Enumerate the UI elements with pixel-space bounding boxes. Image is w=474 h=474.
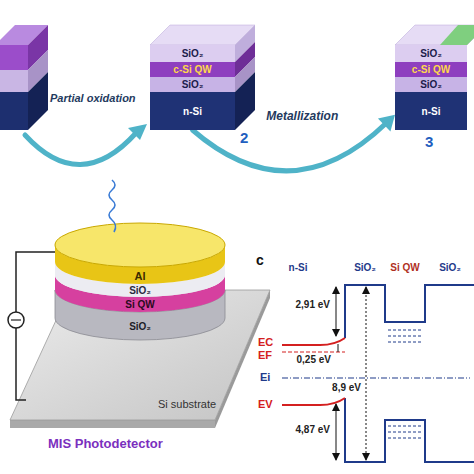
stack-2-faces	[150, 25, 255, 130]
band-diagram-part	[282, 377, 470, 378]
region-label: n-Si	[289, 262, 308, 273]
figure-label: MIS Photodetector	[48, 436, 163, 451]
level-label: EF	[258, 349, 272, 361]
energy-value: 0,25 eV	[296, 354, 332, 365]
level-label: EC	[258, 336, 273, 348]
oxide-band: SiO₂	[105, 284, 175, 297]
layer-label: c-Si QW	[173, 64, 211, 75]
substrate-layer: n-Si	[150, 92, 235, 130]
stack-3-faces	[395, 25, 474, 45]
oxide-layer: SiO₂	[150, 45, 235, 62]
oxide-layer: SiO₂	[395, 45, 467, 62]
step-number: 3	[425, 133, 433, 150]
stack-1-part	[0, 45, 28, 70]
panel-letter: c	[256, 252, 264, 268]
stack-1	[0, 25, 48, 130]
layer-label: SiO₂	[420, 48, 442, 59]
energy-value: 4,87 eV	[295, 424, 331, 435]
mis-cylinder	[55, 223, 225, 340]
layer-label: SiO₂	[129, 285, 151, 296]
energy-value: 8,9 eV	[331, 382, 362, 393]
quantum-well-band: Si QW	[105, 297, 175, 312]
region-label: Si QW	[390, 262, 419, 273]
level-label: EV	[258, 398, 273, 410]
substrate-plate-part	[10, 290, 270, 420]
step-label: Metallization	[266, 109, 338, 123]
band-diagram-part	[282, 351, 345, 352]
mis-cylinder-part	[55, 223, 225, 267]
layer-label: SiO₂	[182, 79, 204, 90]
level-label: Ei	[260, 371, 270, 383]
process-arrow-part	[128, 124, 147, 140]
circuit-wire-part	[8, 312, 24, 328]
light-ray-part	[109, 180, 116, 232]
layer-label: SiO₂	[420, 79, 442, 90]
stack-1-part	[28, 72, 48, 130]
quantum-well-layer: c-Si QW	[395, 62, 467, 77]
circuit-wire-part	[11, 319, 21, 320]
process-arrow	[193, 123, 387, 171]
band-diagram-part	[338, 344, 339, 352]
band-diagram-part	[336, 404, 337, 460]
layer-label: Al	[135, 270, 146, 282]
substrate-plate: Si substrate	[10, 290, 270, 428]
energy-value: 2,91 eV	[295, 299, 331, 310]
band-diagram-part	[282, 398, 345, 405]
band-diagram-part	[345, 398, 474, 462]
stack-1-part	[0, 92, 28, 130]
substrate-plate-part	[10, 420, 215, 428]
layer-label: n-Si	[183, 106, 202, 117]
band-diagram-part	[388, 330, 422, 342]
band-diagram-part	[336, 287, 337, 336]
circuit-wire	[8, 252, 58, 400]
quantum-well-layer: c-Si QW	[150, 62, 235, 77]
light-ray	[109, 180, 116, 232]
step-label: Partial oxidation	[50, 92, 136, 104]
stack-2-faces-part	[235, 72, 255, 130]
stack-1-part	[0, 70, 28, 92]
metal-band: Al	[105, 268, 175, 284]
band-diagram-part	[282, 338, 345, 345]
layer-label: Si QW	[125, 299, 154, 310]
stack-3-faces-part	[395, 25, 474, 45]
substrate-layer: n-Si	[395, 92, 467, 130]
region-label: SiO₂	[439, 262, 461, 273]
band-diagram-part	[366, 287, 367, 460]
oxide-band: SiO₂	[105, 313, 175, 339]
region-label: SiO₂	[354, 262, 376, 273]
oxide-layer: SiO₂	[150, 77, 235, 92]
stack-3-faces-part	[440, 25, 474, 45]
layer-label: SiO₂	[129, 321, 151, 332]
process-stack: 2SiO₂c-Si QWSiO₂n-Si	[150, 45, 235, 130]
step-number: 2	[240, 129, 248, 146]
arrow-head	[378, 115, 395, 132]
oxide-layer: SiO₂	[395, 77, 467, 92]
process-stack: 3SiO₂c-Si QWSiO₂n-Si	[395, 45, 467, 130]
layer-label: c-Si QW	[412, 64, 450, 75]
process-arrow	[25, 124, 147, 165]
layer-label: SiO₂	[182, 48, 204, 59]
layer-label: n-Si	[422, 106, 441, 117]
band-diagram	[282, 285, 474, 462]
process-arrow-part	[25, 133, 136, 165]
part-label: Si substrate	[158, 398, 216, 410]
band-diagram-part	[388, 426, 422, 438]
